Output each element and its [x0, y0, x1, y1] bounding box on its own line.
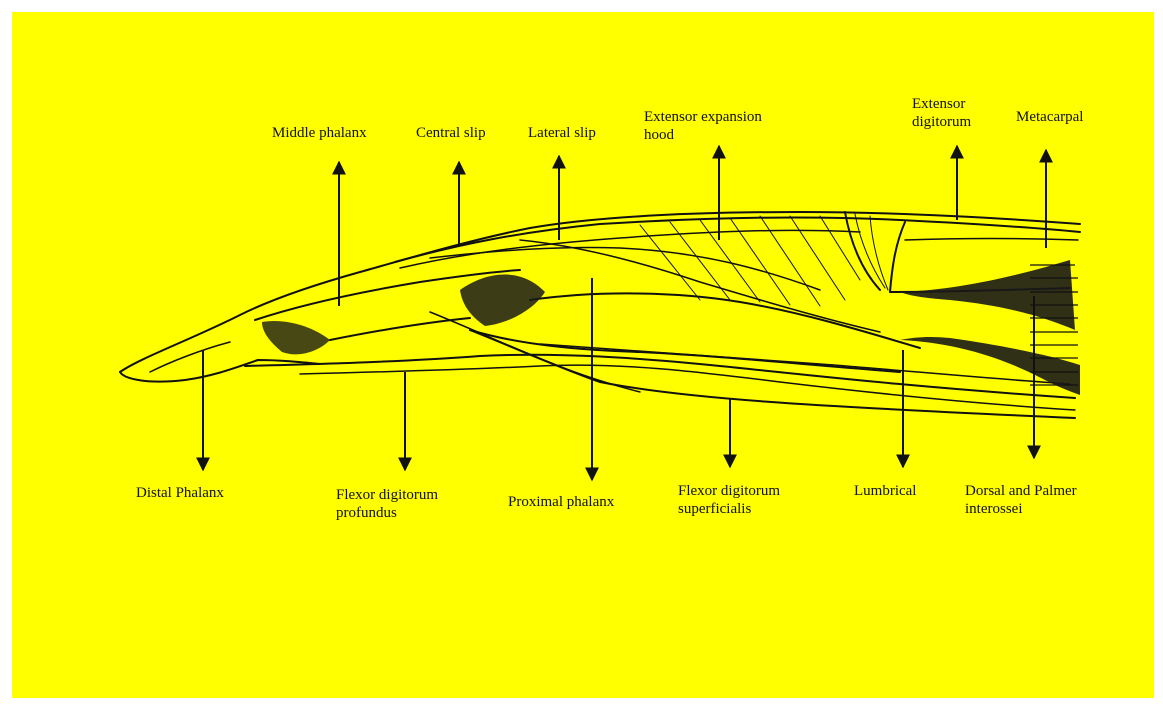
label-dorsal-palmer-interossei: Dorsal and Palmer interossei: [965, 482, 1077, 518]
extensor-hood-fibers: [640, 216, 860, 306]
distal-phalanx-outline: [120, 360, 320, 382]
label-flexor-superficialis-line2: superficialis: [678, 500, 780, 518]
dip-joint-shading: [262, 321, 330, 354]
hood-band: [845, 212, 880, 290]
pip-joint-shading: [460, 274, 545, 326]
label-middle-phalanx: Middle phalanx: [272, 124, 367, 142]
label-flexor-profundus-line1: Flexor digitorum: [336, 486, 438, 504]
label-flexor-digitorum-superficialis: Flexor digitorum superficialis: [678, 482, 780, 518]
flexor-superficialis-line: [470, 330, 1075, 418]
label-flexor-digitorum-profundus: Flexor digitorum profundus: [336, 486, 438, 522]
proximal-phalanx-outline: [530, 293, 920, 348]
label-proximal-phalanx: Proximal phalanx: [508, 493, 614, 511]
label-lateral-slip: Lateral slip: [528, 124, 596, 142]
label-lumbrical: Lumbrical: [854, 482, 916, 500]
label-extensor-digitorum-line2: digitorum: [912, 113, 971, 131]
label-extensor-expansion-hood-line1: Extensor expansion: [644, 108, 762, 126]
label-central-slip: Central slip: [416, 124, 486, 142]
label-interossei-line2: interossei: [965, 500, 1077, 518]
pointer-arrows: [203, 146, 1046, 480]
label-extensor-digitorum: Extensor digitorum: [912, 95, 971, 131]
label-distal-phalanx: Distal Phalanx: [136, 484, 224, 502]
label-flexor-superficialis-line1: Flexor digitorum: [678, 482, 780, 500]
label-flexor-profundus-line2: profundus: [336, 504, 438, 522]
extensor-tendon-line: [395, 217, 1080, 262]
interossei-muscle: [900, 260, 1075, 330]
label-interossei-line1: Dorsal and Palmer: [965, 482, 1077, 500]
label-extensor-digitorum-line1: Extensor: [912, 95, 971, 113]
label-extensor-expansion-hood: Extensor expansion hood: [644, 108, 762, 144]
label-extensor-expansion-hood-line2: hood: [644, 126, 762, 144]
label-metacarpal: Metacarpal: [1016, 108, 1083, 126]
